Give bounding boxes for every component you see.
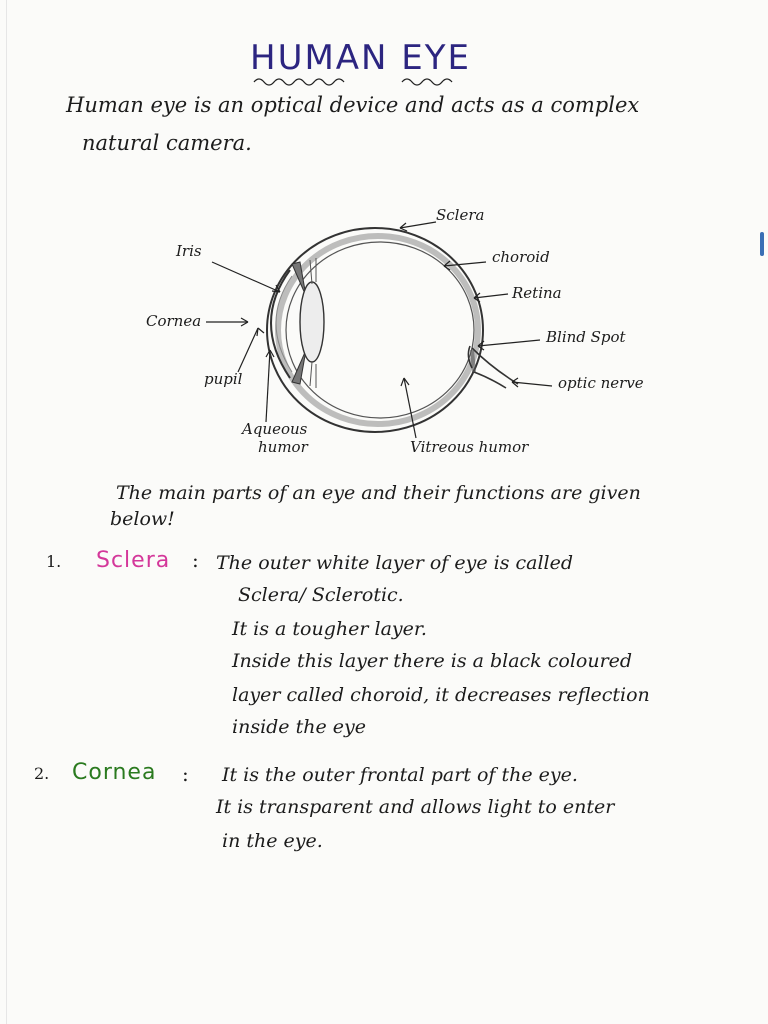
page-title: HUMAN EYE (250, 38, 472, 78)
parts-intro-line-1: The main parts of an eye and their funct… (116, 482, 641, 504)
eye-optic-nerve (471, 347, 519, 389)
section-colon-2: : (182, 762, 189, 786)
section-heading-sclera: Sclera (96, 548, 171, 573)
sclera-line-3: It is a tougher layer. (232, 618, 427, 640)
sclera-line-2: Sclera/ Sclerotic. (238, 584, 404, 606)
parts-intro-text: The main parts of an eye and their funct… (110, 480, 641, 532)
sclera-line-4: Inside this layer there is a black colou… (232, 650, 633, 672)
eye-diagram-drawing (206, 221, 553, 439)
label-blind-spot: Blind Spot (546, 328, 626, 346)
intro-text: Human eye is an optical device and acts … (66, 86, 746, 162)
cornea-line-1: It is the outer frontal part of the eye. (222, 764, 578, 786)
eye-blind-spot (467, 345, 473, 369)
label-vitreous-humor: Vitreous humor (410, 438, 529, 456)
eye-lens (299, 281, 325, 363)
label-iris: Iris (176, 242, 202, 260)
label-cornea: Cornea (146, 312, 202, 330)
sclera-line-5: layer called choroid, it decreases refle… (232, 684, 650, 706)
page-edge-marker (760, 232, 764, 256)
label-choroid: choroid (492, 248, 550, 266)
intro-line-2: natural camera. (82, 131, 252, 155)
eye-cornea-shape (270, 269, 291, 379)
cornea-line-2: It is transparent and allows light to en… (216, 796, 615, 818)
eye-choroid-layer (275, 233, 481, 427)
eye-diagram: Sclera choroid Iris Retina Cornea Blind … (140, 200, 700, 460)
label-retina: Retina (512, 284, 562, 302)
label-optic-nerve: optic nerve (558, 374, 644, 392)
label-pupil: pupil (204, 370, 243, 388)
page-margin-line (6, 0, 7, 1024)
label-aqueous: Aqueous (242, 420, 308, 438)
cornea-line-3: in the eye. (222, 830, 323, 852)
section-number-2: 2. (34, 764, 50, 783)
eye-iris-top (291, 261, 307, 297)
section-number-1: 1. (46, 552, 62, 571)
section-colon-1: : (192, 548, 199, 572)
eye-sclera-outline (266, 227, 484, 433)
eye-iris-bottom (291, 349, 307, 385)
title-underline-squiggle (253, 78, 453, 86)
parts-intro-line-2: below! (110, 508, 175, 530)
label-sclera: Sclera (436, 206, 485, 224)
section-heading-cornea: Cornea (72, 760, 157, 785)
eye-retina-layer (285, 241, 475, 419)
intro-line-1: Human eye is an optical device and acts … (66, 93, 640, 117)
sclera-line-6: inside the eye (232, 716, 366, 738)
diagram-label-arrows (206, 221, 553, 439)
sclera-line-1: The outer white layer of eye is called (216, 552, 574, 574)
label-aqueous-humor: humor (258, 438, 308, 456)
